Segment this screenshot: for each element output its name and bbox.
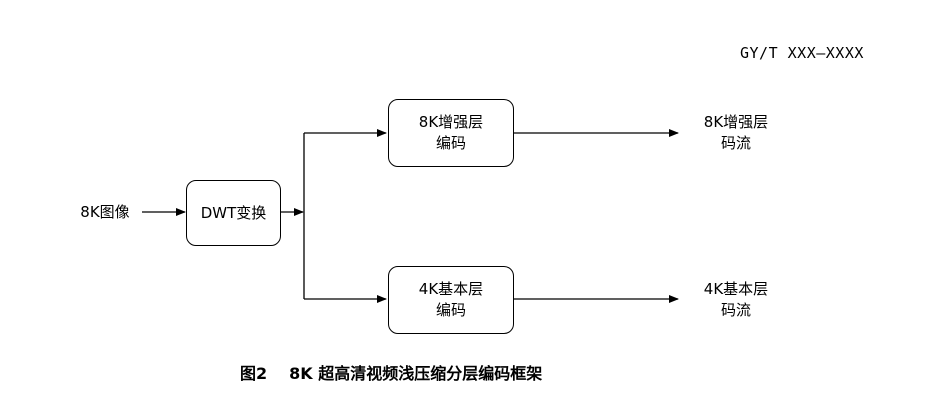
enhancement-stream-output: 8K增强层 码流 (686, 112, 786, 154)
base-encoder-line1: 4K基本层 (418, 280, 484, 298)
base-stream-output: 4K基本层 码流 (686, 279, 786, 321)
enhancement-output-line1: 8K增强层 (703, 113, 769, 131)
base-encoder-line2: 编码 (435, 301, 466, 319)
enhancement-encoder-line1: 8K增强层 (418, 113, 484, 131)
dwt-transform-label: DWT变换 (200, 203, 267, 222)
base-output-line1: 4K基本层 (703, 280, 769, 298)
base-layer-encoder-box: 4K基本层 编码 (388, 266, 514, 334)
dwt-transform-box: DWT变换 (186, 180, 281, 246)
figure-caption: 图2 8K 超高清视频浅压缩分层编码框架 (240, 360, 660, 384)
figure-title: 8K 超高清视频浅压缩分层编码框架 (289, 364, 543, 383)
enhancement-encoder-line2: 编码 (435, 134, 466, 152)
enhancement-output-line2: 码流 (720, 134, 751, 152)
base-output-line2: 码流 (720, 301, 751, 319)
standard-code: GY/T XXX—XXXX (740, 44, 864, 62)
figure-number: 图2 (240, 364, 268, 383)
enhancement-layer-encoder-box: 8K增强层 编码 (388, 99, 514, 167)
input-label-8k-image: 8K图像 (80, 203, 130, 221)
